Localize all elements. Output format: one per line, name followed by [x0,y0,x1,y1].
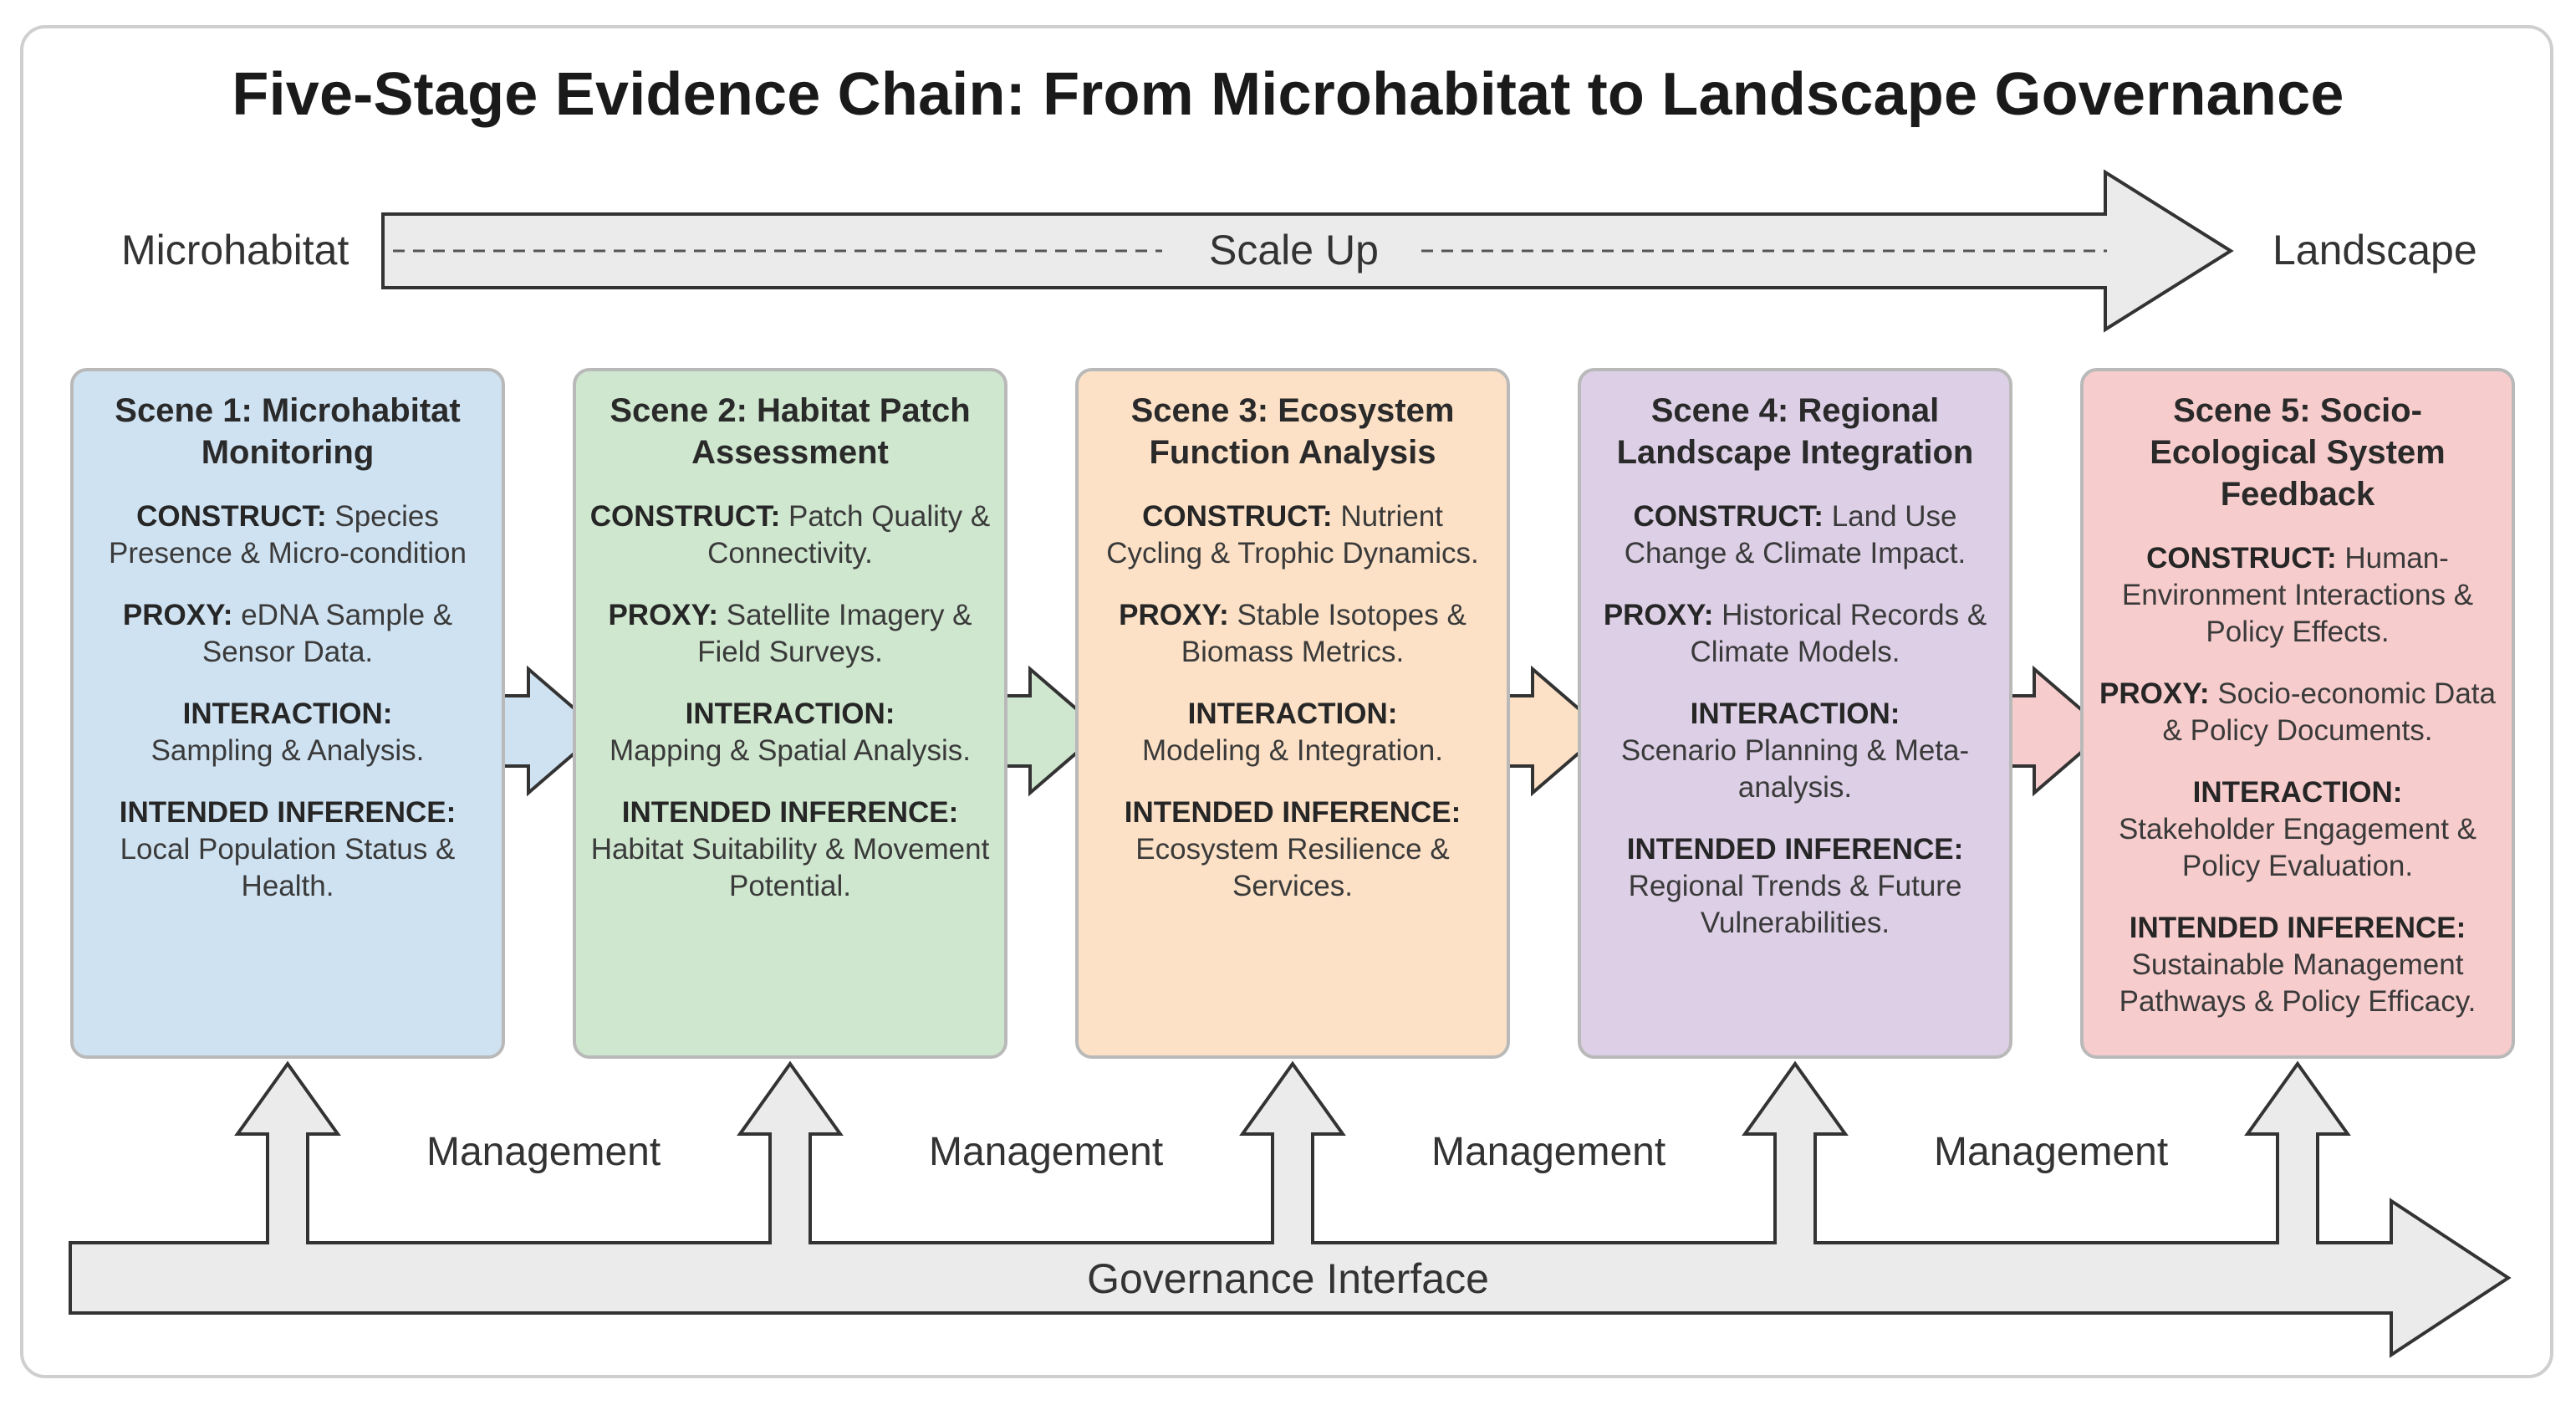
scale-right-label: Landscape [2272,227,2477,273]
scene-proxy: PROXY: Socio-economic Data & Policy Docu… [2099,677,2496,747]
scene-proxy: PROXY: eDNA Sample & Sensor Data. [122,599,453,668]
scene-inference: INTENDED INFERENCE:Habitat Suitability &… [590,796,990,902]
scene-card-4: Scene 4: Regional Landscape Integration … [1578,368,2012,1059]
scene-proxy: PROXY: Satellite Imagery & Field Surveys… [608,599,972,668]
management-label-4: Management [1934,1130,2169,1174]
scene-inference: INTENDED INFERENCE:Regional Trends & Fut… [1626,833,1964,939]
scene-interaction: INTERACTION:Modeling & Integration. [1142,697,1443,767]
scene-proxy: PROXY: Historical Records & Climate Mode… [1603,599,1987,668]
scene-inference: INTENDED INFERENCE:Sustainable Managemen… [2119,912,2477,1018]
scene-construct: CONSTRUCT: Nutrient Cycling & Trophic Dy… [1106,500,1479,570]
scene-construct: CONSTRUCT: Human-Environment Interaction… [2121,542,2474,648]
scale-left-label: Microhabitat [121,227,349,273]
scene-title: Scene 3: Ecosystem Function Analysis [1130,392,1455,471]
management-label-2: Management [929,1130,1164,1174]
scene-title: Scene 1: Microhabitat Monitoring [115,392,461,471]
governance-arrow [69,1060,2512,1358]
management-label-1: Management [426,1130,661,1174]
scene-construct: CONSTRUCT: Species Presence & Micro-cond… [109,500,467,570]
scene-title: Scene 2: Habitat Patch Assessment [610,392,971,471]
scene-inference: INTENDED INFERENCE:Local Population Stat… [119,796,457,902]
scene-construct: CONSTRUCT: Land Use Change & Climate Imp… [1624,500,1966,570]
scene-title: Scene 4: Regional Landscape Integration [1616,392,1974,471]
scene-interaction: INTERACTION:Scenario Planning & Meta-ana… [1620,697,1970,804]
scale-center-label: Scale Up [1209,227,1379,273]
scene-title: Scene 5: Socio-Ecological System Feedbac… [2150,392,2446,513]
scene-interaction: INTERACTION:Mapping & Spatial Analysis. [610,697,971,767]
scale-up-arrow [381,169,2234,333]
scene-interaction: INTERACTION:Sampling & Analysis. [150,697,425,767]
scene-interaction: INTERACTION:Stakeholder Engagement & Pol… [2118,776,2477,882]
scene-proxy: PROXY: Stable Isotopes & Biomass Metrics… [1119,599,1467,668]
governance-interface-label: Governance Interface [1087,1255,1489,1302]
scene-card-1: Scene 1: Microhabitat Monitoring CONSTRU… [70,368,505,1059]
scene-construct: CONSTRUCT: Patch Quality & Connectivity. [589,500,991,570]
diagram-title: Five-Stage Evidence Chain: From Microhab… [232,61,2344,128]
scene-card-5: Scene 5: Socio-Ecological System Feedbac… [2080,368,2515,1059]
scene-card-2: Scene 2: Habitat Patch Assessment CONSTR… [573,368,1007,1059]
scene-card-3: Scene 3: Ecosystem Function Analysis CON… [1075,368,1510,1059]
scene-inference: INTENDED INFERENCE:Ecosystem Resilience … [1124,796,1461,902]
management-label-3: Management [1431,1130,1666,1174]
